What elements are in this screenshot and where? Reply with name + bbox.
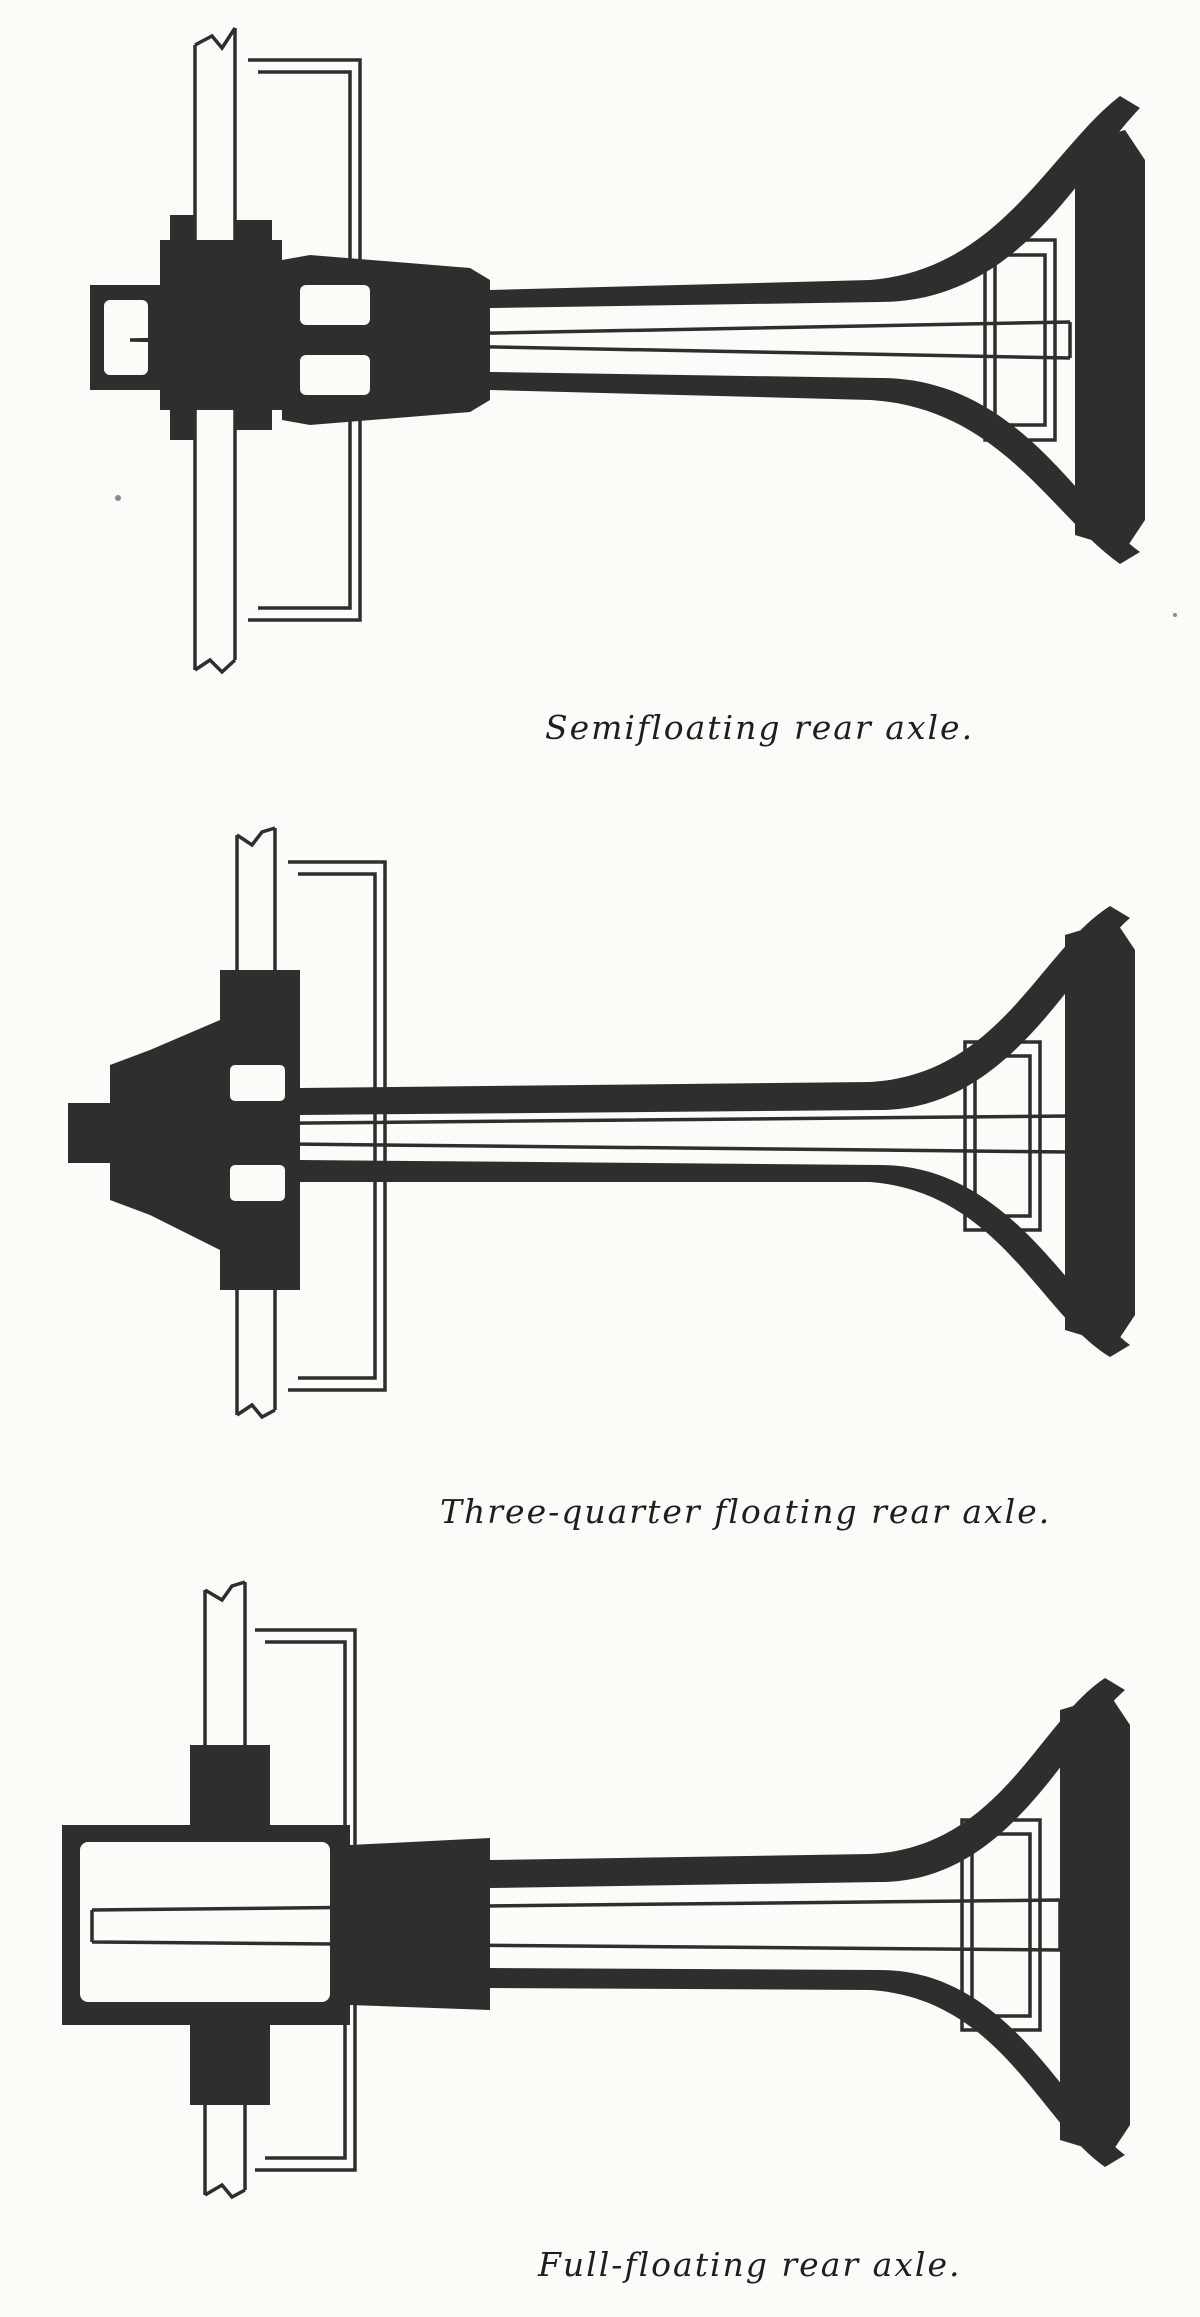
hub-flange: [110, 1020, 220, 1250]
full-floating-axle-drawing: [62, 1580, 1130, 2200]
axle-housing-lower: [300, 1160, 1130, 1357]
nut-hole: [104, 300, 148, 375]
figure-caption: Semifloating rear axle.: [545, 708, 975, 747]
three-quarter-floating-axle-drawing: [68, 826, 1135, 1420]
ring-gear: [1060, 1695, 1130, 2155]
roller-bearing-bottom-right: [265, 1965, 320, 1997]
semifloating-axle-drawing: [90, 27, 1177, 675]
roller-bearing-top: [300, 285, 370, 325]
axle-housing-lower: [490, 372, 1140, 564]
axle-housing-upper: [300, 906, 1130, 1115]
speck: [1173, 613, 1177, 617]
three-quarter-floating-axle-figure: Three-quarter floating rear axle.: [0, 820, 1200, 1540]
roller-bearing-bottom: [230, 1165, 285, 1201]
roller-bearing-top-left: [135, 1855, 190, 1887]
axle-housing-upper: [490, 1678, 1125, 1888]
brake-drum: [288, 860, 387, 1392]
axle-housing-lower: [490, 1968, 1125, 2167]
ring-gear: [1065, 920, 1135, 1345]
differential-housing: [983, 238, 1057, 442]
roller-bearing-top: [230, 1065, 285, 1101]
axle-shaft: [90, 1898, 1062, 1952]
speck: [115, 495, 121, 501]
axle-shaft: [129, 320, 1072, 360]
ring-gear: [1075, 130, 1145, 550]
figure-caption: Full-floating rear axle.: [538, 2245, 962, 2284]
bearing-housing: [282, 255, 490, 425]
roller-bearing-bottom: [300, 355, 370, 395]
roller-bearing-bottom-left: [135, 1965, 190, 1997]
semifloating-axle-figure: Semifloating rear axle.: [0, 0, 1200, 780]
full-floating-axle-figure: Full-floating rear axle.: [0, 1570, 1200, 2317]
wheel-hub: [160, 215, 282, 440]
roller-bearing-top-right: [265, 1855, 320, 1887]
wheel-hub: [220, 970, 300, 1290]
axle-nut: [68, 1103, 110, 1163]
axle-housing-upper: [490, 96, 1140, 308]
figure-caption: Three-quarter floating rear axle.: [440, 1492, 1052, 1531]
axle-housing-sleeve: [350, 1838, 490, 2010]
differential-housing: [963, 1040, 1042, 1232]
differential-housing: [960, 1818, 1042, 2032]
